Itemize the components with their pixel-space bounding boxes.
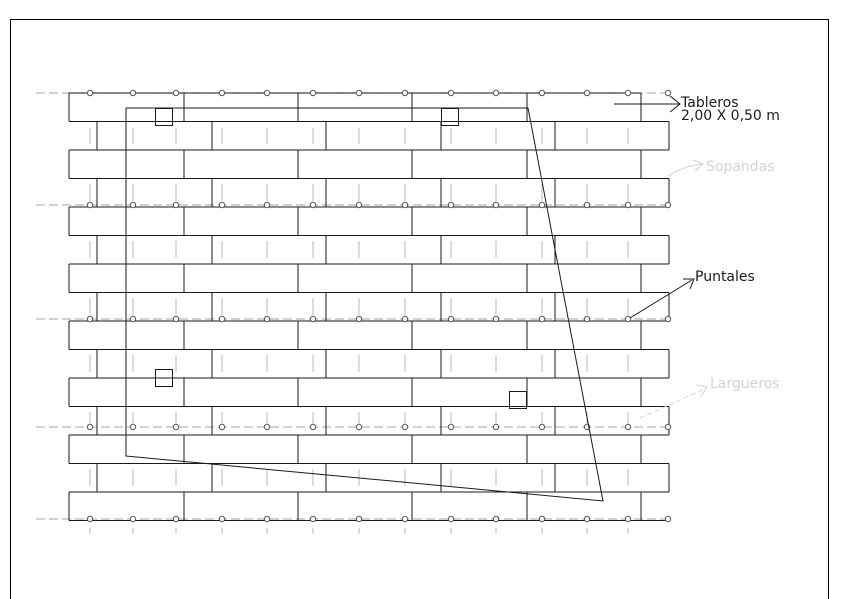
- puntal-circle: [172, 423, 180, 431]
- puntal-circle: [664, 423, 672, 431]
- puntal-circle: [218, 515, 226, 523]
- puntal-circle: [447, 515, 455, 523]
- section-outline: [125, 107, 604, 502]
- puntal-circle: [492, 89, 500, 97]
- puntal-circle: [447, 423, 455, 431]
- largueros-label: Largueros: [710, 376, 780, 392]
- puntal-circle: [355, 315, 363, 323]
- puntal-circle: [664, 89, 672, 97]
- puntal-circle: [172, 515, 180, 523]
- puntal-circle: [86, 89, 94, 97]
- tableros-callout: Tableros 2,00 X 0,50 m: [614, 95, 780, 124]
- puntal-circle: [309, 515, 317, 523]
- puntal-circle: [624, 89, 632, 97]
- puntal-circle: [172, 201, 180, 209]
- puntales-label: Puntales: [695, 269, 755, 285]
- puntal-circle: [86, 423, 94, 431]
- puntal-circle: [401, 315, 409, 323]
- puntal-circle: [355, 201, 363, 209]
- puntal-circle: [583, 315, 591, 323]
- tableros-label: Tableros: [680, 95, 739, 111]
- puntal-circle: [538, 201, 546, 209]
- puntal-circle: [355, 89, 363, 97]
- puntal-circle: [263, 515, 271, 523]
- puntal-circle: [664, 201, 672, 209]
- puntal-circle: [263, 315, 271, 323]
- puntal-circle: [492, 423, 500, 431]
- puntal-circle: [86, 201, 94, 209]
- tableros-layer: [68, 92, 670, 521]
- puntal-circle: [309, 89, 317, 97]
- puntal-circle: [624, 315, 632, 323]
- puntal-circle: [664, 315, 672, 323]
- puntal-circle: [218, 89, 226, 97]
- puntal-circle: [129, 423, 137, 431]
- sopandas-callout: Sopandas: [667, 159, 775, 177]
- puntal-circle: [538, 89, 546, 97]
- puntal-circle: [401, 201, 409, 209]
- puntal-circle: [129, 201, 137, 209]
- puntal-circle: [624, 515, 632, 523]
- puntal-circle: [172, 89, 180, 97]
- puntal-circle: [129, 89, 137, 97]
- puntal-circle: [583, 201, 591, 209]
- puntal-circle: [263, 89, 271, 97]
- puntal-circle: [538, 315, 546, 323]
- puntal-circle: [538, 423, 546, 431]
- puntal-circle: [583, 515, 591, 523]
- puntal-circle: [447, 89, 455, 97]
- puntal-circle: [447, 201, 455, 209]
- puntal-circle: [664, 515, 672, 523]
- puntal-circle: [129, 515, 137, 523]
- puntal-circle: [624, 201, 632, 209]
- puntal-circle: [538, 515, 546, 523]
- puntal-circle: [401, 89, 409, 97]
- page-border: [10, 19, 829, 599]
- puntal-circle: [624, 423, 632, 431]
- puntal-circle: [263, 423, 271, 431]
- puntal-circle: [129, 315, 137, 323]
- puntal-circle: [172, 315, 180, 323]
- puntales-callout: Puntales: [629, 269, 755, 319]
- puntal-circle: [309, 423, 317, 431]
- puntal-circle: [583, 89, 591, 97]
- puntal-circle: [86, 315, 94, 323]
- opening-square: [509, 391, 527, 409]
- puntal-circle: [492, 315, 500, 323]
- largueros-layer: [36, 92, 670, 520]
- puntal-circle: [218, 423, 226, 431]
- largueros-callout: Largueros: [639, 376, 780, 419]
- puntal-circle: [401, 515, 409, 523]
- puntal-circle: [492, 515, 500, 523]
- puntal-circle: [355, 515, 363, 523]
- opening-square: [441, 108, 459, 126]
- puntal-circle: [309, 201, 317, 209]
- puntales-layer: [86, 89, 672, 523]
- puntal-circle: [355, 423, 363, 431]
- sopandas-layer: [89, 128, 629, 534]
- puntal-circle: [309, 315, 317, 323]
- puntal-circle: [492, 201, 500, 209]
- puntal-circle: [218, 201, 226, 209]
- puntal-circle: [86, 515, 94, 523]
- opening-square: [155, 369, 173, 387]
- puntal-circle: [401, 423, 409, 431]
- puntal-circle: [447, 315, 455, 323]
- tableros-size-label: 2,00 X 0,50 m: [681, 108, 780, 124]
- opening-square: [155, 108, 173, 126]
- puntal-circle: [263, 201, 271, 209]
- puntal-circle: [218, 315, 226, 323]
- sopandas-label: Sopandas: [706, 159, 775, 175]
